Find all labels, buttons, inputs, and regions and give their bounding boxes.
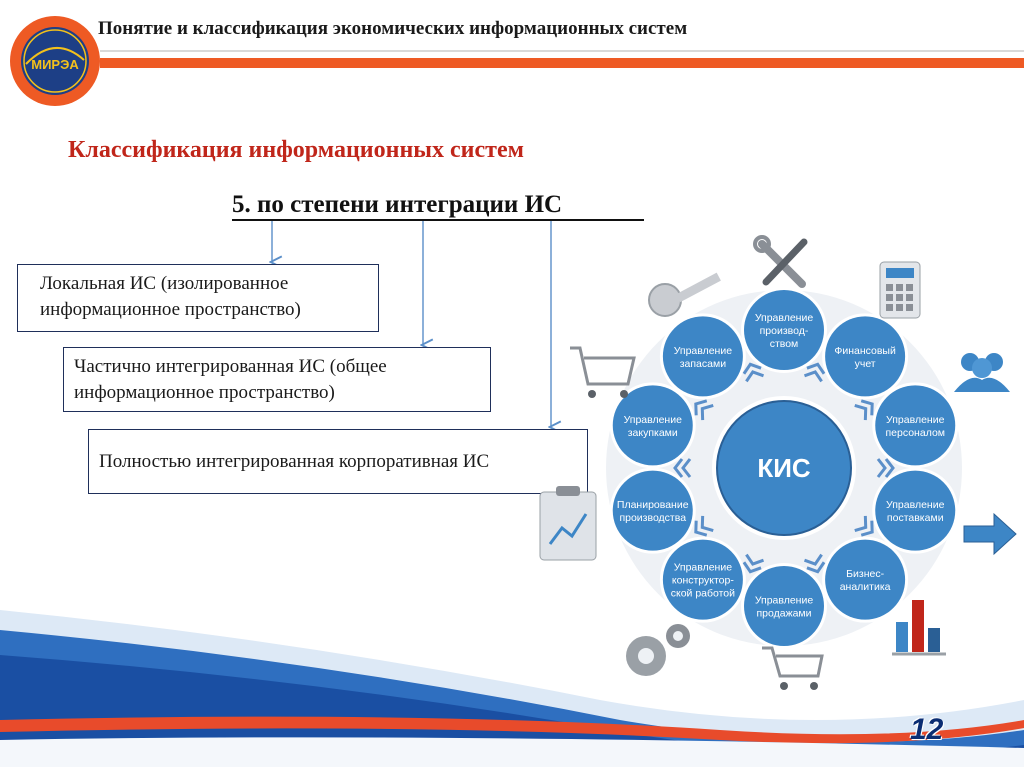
node-label: производства — [619, 512, 686, 524]
node-circle — [825, 316, 906, 397]
chevron-icon — [854, 399, 874, 421]
node-circle — [875, 470, 956, 551]
chevron-icon — [854, 515, 874, 537]
node-circle — [612, 470, 693, 551]
footer-swoosh — [0, 610, 1024, 767]
header-accent-bar — [100, 58, 1024, 68]
node-label: Планирование — [617, 499, 689, 511]
center-label: КИС — [757, 453, 811, 483]
diagram-node: Бизнес-аналитика — [822, 536, 909, 623]
chevron-icon — [694, 399, 714, 421]
calculator-icon — [879, 261, 921, 319]
chevron-icon — [673, 458, 692, 478]
gears-icon — [626, 624, 690, 676]
node-circle — [612, 385, 693, 466]
university-logo: МИРЭА — [10, 16, 100, 106]
node-label: Управление — [674, 345, 733, 357]
node-label: Финансовый — [834, 345, 896, 357]
node-label: персоналом — [885, 427, 945, 439]
node-label: Управление — [755, 595, 814, 607]
people-icon — [954, 353, 1010, 392]
arrow-right-icon — [963, 512, 1017, 556]
chevron-icon — [803, 362, 826, 383]
node-label: конструктор- — [672, 575, 734, 587]
section-title: Классификация информационных систем — [68, 137, 524, 163]
criterion-underline — [232, 219, 644, 221]
type-box-local: Локальная ИС (изолированное информационн… — [17, 264, 379, 332]
node-label: Управление — [886, 414, 945, 426]
type-local-line2: информационное пространство) — [40, 299, 301, 320]
node-label: закупками — [628, 427, 678, 439]
node-label: Управление — [624, 414, 683, 426]
chevron-icon — [742, 553, 765, 574]
node-label: продажами — [756, 608, 811, 620]
header-title: Понятие и классификация экономических ин… — [98, 18, 688, 39]
node-circle — [662, 539, 743, 620]
kis-diagram: КИСУправлениепроизвод-ствомФинансовыйуче… — [539, 235, 1017, 690]
chevron-icon — [694, 515, 714, 537]
bar-chart-icon — [892, 600, 946, 656]
type-box-full: Полностью интегрированная корпоративная … — [88, 429, 588, 494]
chevron-icon — [876, 458, 895, 478]
center-node — [716, 400, 852, 536]
header-divider — [100, 50, 1024, 52]
classification-criterion: 5. по степени интеграции ИС — [232, 191, 563, 218]
logo-text: МИРЭА — [31, 57, 79, 72]
type-box-partial: Частично интегрированная ИС (общее инфор… — [63, 347, 491, 412]
node-label: Управление — [674, 562, 733, 574]
node-label: производ- — [760, 325, 809, 337]
chevron-icon — [742, 362, 765, 383]
node-label: Управление — [755, 312, 814, 324]
node-circle — [744, 566, 824, 646]
node-label: аналитика — [840, 581, 891, 593]
type-partial-line2: информационное пространство) — [74, 382, 335, 403]
node-label: ской работой — [671, 588, 735, 600]
key-icon — [648, 272, 721, 317]
node-circle — [825, 539, 906, 620]
type-full-line1: Полностью интегрированная корпоративная … — [99, 451, 490, 472]
type-partial-line1: Частично интегрированная ИС (общее — [74, 356, 387, 377]
node-label: учет — [855, 358, 876, 370]
page-number: 12 — [910, 713, 944, 746]
node-circle — [744, 290, 824, 370]
node-circle — [875, 385, 956, 466]
node-circle — [662, 316, 743, 397]
cart-icon — [762, 646, 824, 690]
node-label: запасами — [680, 358, 726, 370]
node-label: поставками — [887, 512, 944, 524]
type-local-line1: Локальная ИС (изолированное — [40, 273, 289, 294]
clipboard-chart-icon — [539, 486, 597, 561]
node-label: Бизнес- — [846, 568, 884, 580]
node-label: ством — [770, 338, 799, 350]
chevron-icon — [803, 553, 826, 574]
wrench-icon — [753, 235, 808, 288]
node-label: Управление — [886, 499, 945, 511]
cart-icon — [570, 346, 636, 398]
